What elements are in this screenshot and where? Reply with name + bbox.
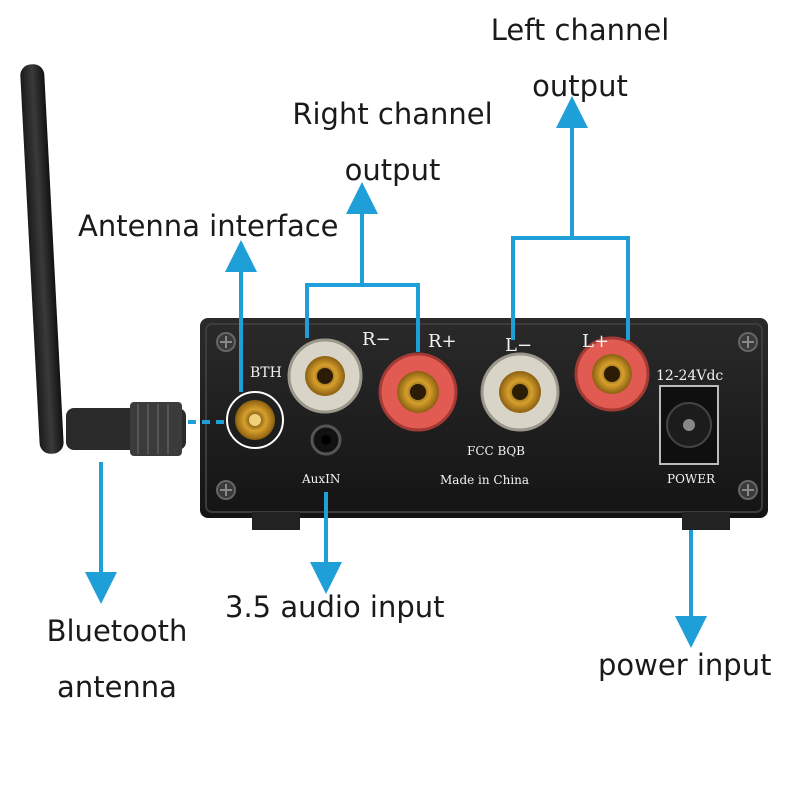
l-minus-label: L− — [505, 335, 532, 356]
power-socket — [659, 385, 719, 465]
bluetooth-antenna-line-1: Bluetooth — [46, 614, 188, 648]
bth-label: BTH — [250, 365, 282, 381]
bluetooth-antenna-callout: Bluetooth antenna — [22, 603, 212, 715]
binding-post-r-minus — [287, 338, 363, 414]
binding-post-l-minus — [480, 352, 560, 432]
made-in-label: Made in China — [440, 473, 529, 487]
binding-post-r-plus — [378, 352, 458, 432]
left-channel-line-1: Left channel — [490, 13, 670, 47]
r-minus-label: R− — [362, 329, 391, 350]
antenna-connector — [226, 391, 284, 449]
auxin-label: AuxIN — [301, 472, 340, 486]
right-channel-line-1: Right channel — [292, 97, 493, 131]
l-plus-label: L+ — [582, 331, 609, 352]
power-label: POWER — [667, 472, 716, 486]
fcc-label: FCC BQB — [467, 444, 525, 458]
callout-arrows — [85, 96, 707, 648]
voltage-label: 12-24Vdc — [656, 368, 723, 384]
aux-jack — [310, 424, 342, 456]
binding-post-l-plus — [574, 336, 650, 412]
bluetooth-antenna-line-2: antenna — [57, 670, 177, 704]
left-channel-callout: Left channel output — [470, 2, 690, 114]
bluetooth-antenna — [20, 64, 186, 456]
audio-input-callout: 3.5 audio input — [225, 590, 445, 624]
right-channel-callout: Right channel output — [275, 86, 510, 198]
antenna-interface-callout: Antenna interface — [78, 209, 339, 243]
r-plus-label: R+ — [428, 331, 457, 352]
right-channel-line-2: output — [344, 153, 441, 187]
left-channel-line-2: output — [532, 69, 628, 103]
power-input-callout: power input — [598, 648, 772, 682]
